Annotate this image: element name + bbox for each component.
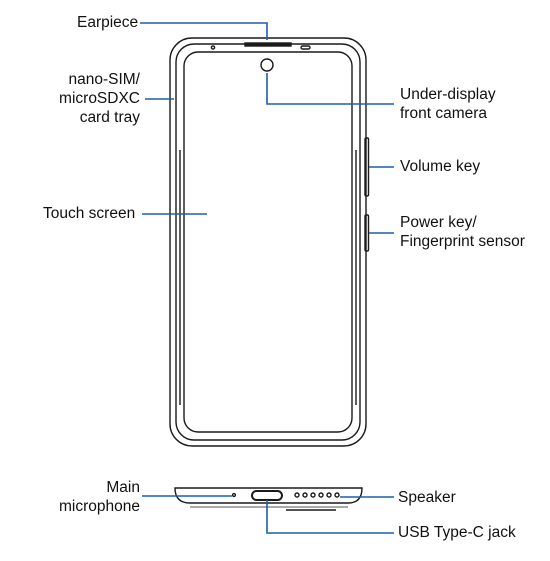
power-key-button [364, 214, 370, 252]
label-earpiece: Earpiece [77, 14, 139, 31]
label-touch-screen: Touch screen [43, 205, 136, 222]
label-speaker: Speaker [398, 489, 456, 506]
label-power-key-line2: Fingerprint sensor [400, 233, 525, 250]
speaker-hole [334, 492, 340, 498]
label-power-key-line1: Power key/ [400, 214, 477, 231]
label-usb-jack: USB Type-C jack [398, 524, 516, 541]
label-front-camera-line1: Under-display [400, 86, 496, 103]
volume-key-button [364, 137, 370, 197]
label-sim-tray: nano-SIM/ microSDXC card tray [59, 70, 140, 127]
touch-screen-area [183, 51, 353, 433]
label-volume-key: Volume key [400, 158, 481, 175]
phone-body-outer [169, 37, 367, 447]
label-front-camera-line2: front camera [400, 105, 488, 122]
label-front-camera: Under-display front camera [400, 85, 496, 123]
main-microphone-hole [231, 492, 237, 498]
earpiece-leader [140, 22, 268, 40]
speaker-hole [302, 492, 308, 498]
front-camera-leader [266, 73, 394, 105]
label-sim-tray-line3: card tray [79, 109, 140, 126]
label-main-microphone-line2: microphone [59, 498, 140, 515]
speaker-hole [326, 492, 332, 498]
label-sim-tray-line2: microSDXC [59, 90, 140, 107]
front-sensor [210, 45, 216, 50]
front-camera [260, 58, 274, 72]
usb-jack-leader [266, 500, 394, 534]
label-sim-tray-line1: nano-SIM/ [68, 71, 140, 88]
label-main-microphone-line1: Main [106, 479, 140, 496]
earpiece-slot [244, 42, 292, 47]
speaker-hole [294, 492, 300, 498]
speaker-hole [310, 492, 316, 498]
label-power-key: Power key/ Fingerprint sensor [400, 213, 525, 251]
speaker-hole [318, 492, 324, 498]
usb-port [251, 490, 283, 501]
label-main-microphone: Main microphone [59, 478, 140, 516]
proximity-sensor [300, 45, 311, 50]
